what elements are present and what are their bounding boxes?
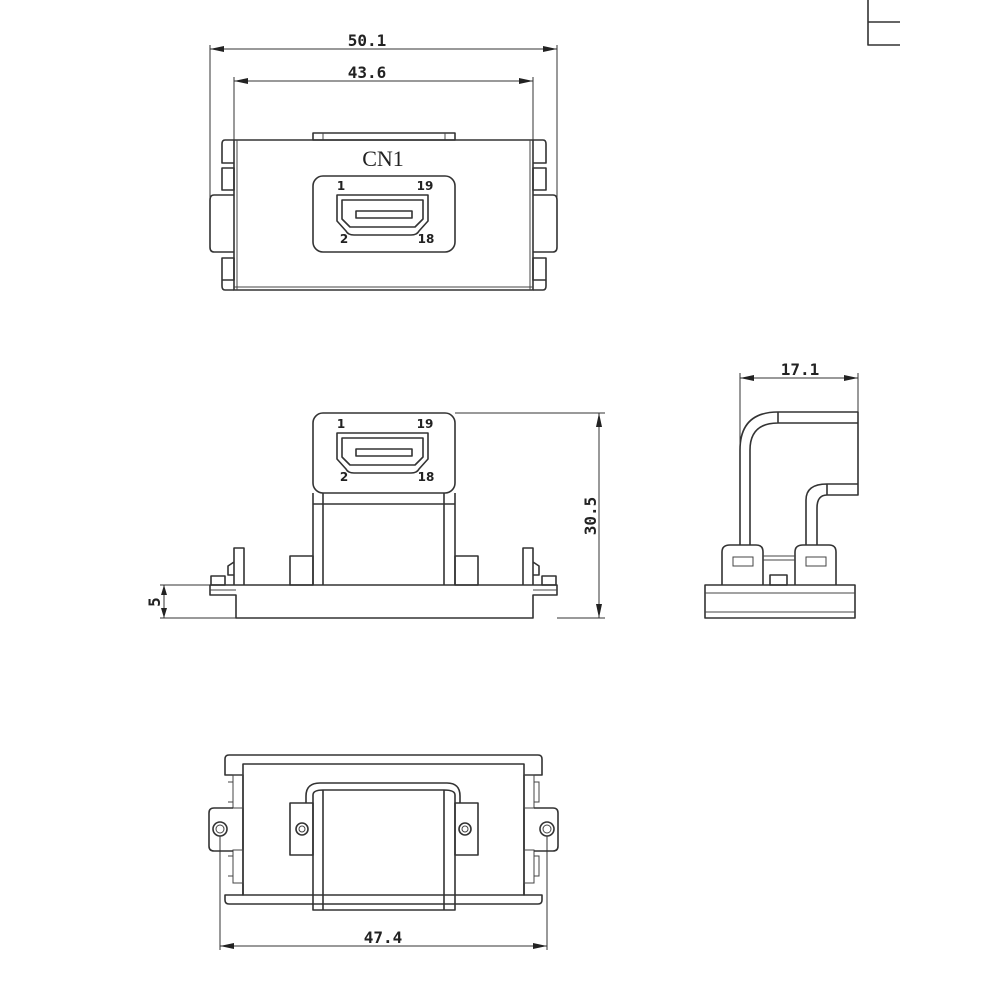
dimension-body-width: 43.6 — [233, 63, 534, 140]
dimension-label: 47.4 — [364, 928, 403, 947]
dimension-height: 30.5 — [455, 412, 605, 619]
pin-label: 1 — [337, 179, 345, 193]
connector-label: CN1 — [362, 146, 404, 171]
dimension-label: 43.6 — [348, 63, 387, 82]
side-view: 17.1 — [704, 360, 859, 619]
dimension-overall-width: 50.1 — [209, 31, 558, 200]
pin-label: 18 — [418, 470, 435, 484]
dimension-label: 5 — [145, 597, 164, 607]
hdmi-port-icon — [336, 432, 429, 474]
dimension-label: 30.5 — [581, 497, 600, 536]
mounting-hole-icon — [539, 821, 555, 837]
front-face-view: 50.1 43.6 CN1 1 19 2 18 — [209, 31, 558, 291]
pin-label: 18 — [418, 232, 435, 246]
dimension-label: 17.1 — [781, 360, 820, 379]
bottom-view: 47.4 — [208, 754, 559, 950]
pin-label: 19 — [417, 417, 434, 431]
pin-label: 1 — [337, 417, 345, 431]
dimension-label: 50.1 — [348, 31, 387, 50]
pin-label: 2 — [340, 470, 348, 484]
pin-label: 2 — [340, 232, 348, 246]
hdmi-port-icon — [336, 194, 429, 236]
dimension-depth: 17.1 — [739, 360, 859, 450]
pin-label: 19 — [417, 179, 434, 193]
mounting-hole-icon — [212, 821, 228, 837]
title-block-corner — [867, 0, 900, 46]
dimension-hole-span: 47.4 — [219, 836, 548, 950]
dimension-base-height: 5 — [145, 584, 236, 619]
elevation-view: 1 19 2 18 30.5 5 — [145, 412, 605, 619]
